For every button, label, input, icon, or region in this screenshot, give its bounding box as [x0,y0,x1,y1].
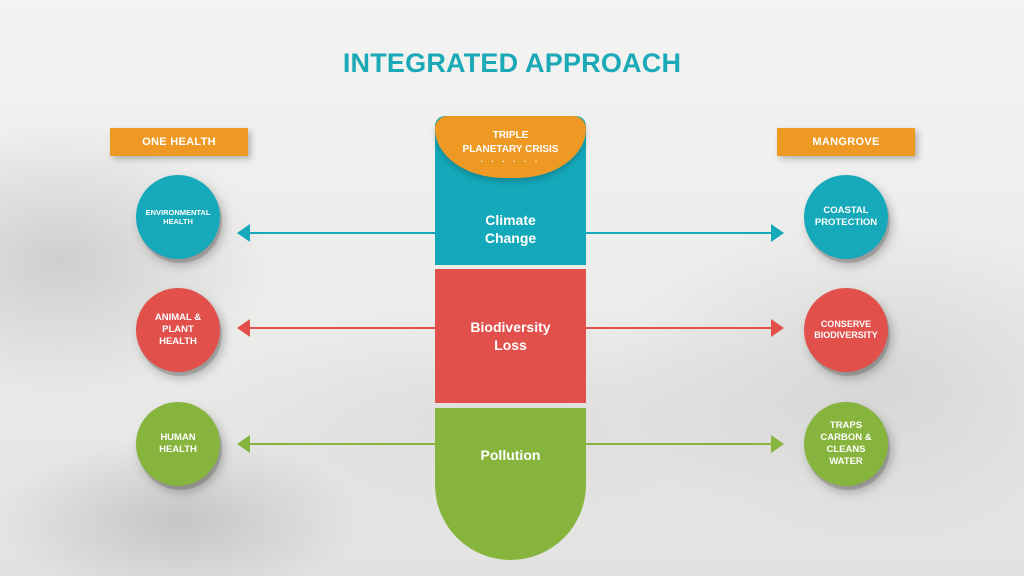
circle-label-line: CONSERVE [820,318,872,329]
segment-label-line: Biodiversity [470,318,551,335]
page-title: INTEGRATED APPROACH [342,48,682,78]
arrow-head-icon [237,435,250,453]
circle-label-line: CARBON & [820,432,872,444]
circle-label-line: ENVIRONMENTAL [145,207,211,217]
circle-label-line: CLEANS [826,444,866,455]
circle-label-line: WATER [829,455,863,467]
arrow-right-climate [586,224,784,242]
segment-label-line: Change [484,230,537,247]
circle-label-line: BIODIVERSITY [814,330,878,340]
cap-label-line: TRIPLE [492,130,529,141]
circle-label-line: PROTECTION [814,217,878,228]
arrow-head-icon [237,319,250,337]
arrow-right-pollution [586,435,784,453]
arrow-head-icon [237,224,250,242]
arrow-left-biodiversity [237,319,435,337]
circle-label-line: HEALTH [159,444,197,455]
circle-label-line: HEALTH [163,217,193,226]
circle-label-line: TRAPS [829,420,863,432]
arrow-left-pollution [237,435,435,453]
arrow-right-biodiversity [586,319,784,337]
circle-label-line: ANIMAL & [154,312,202,324]
one-health-header: ONE HEALTH [110,128,248,156]
segment-label-line: Pollution [480,447,541,463]
circle-label-line: HUMAN [160,432,196,444]
segment-label-line: Loss [494,337,527,353]
circle-label-line: HEALTH [159,335,197,347]
dots-divider: · · · · · · [480,157,541,166]
mangrove-header: MANGROVE [777,128,915,156]
arrow-left-climate [237,224,435,242]
segment-label-line: Climate [485,212,536,228]
arrow-head-icon [771,224,784,242]
pollution-segment: Pollution [435,408,586,560]
arrow-head-icon [771,435,784,453]
circle-label-line: COASTAL [823,205,869,217]
arrow-head-icon [771,319,784,337]
cap-label-line: PLANETARY CRISIS [462,143,559,155]
circle-label-line: PLANT [162,324,194,336]
